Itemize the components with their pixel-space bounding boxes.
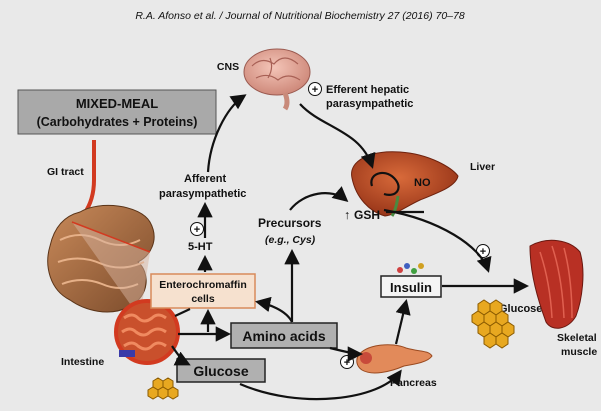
insulin-molecule-icon	[397, 263, 424, 274]
skeletal-label-line2: muscle	[561, 346, 597, 358]
svg-text:+: +	[480, 246, 486, 258]
intestine-zoom-icon	[114, 299, 180, 365]
insulin-label: Insulin	[390, 280, 432, 295]
liver-label: Liver	[470, 161, 495, 173]
glucose-main-label: Glucose	[193, 363, 248, 379]
intestine-label: Intestine	[61, 356, 104, 368]
pancreas-icon	[356, 344, 433, 374]
5ht-label: 5-HT	[188, 241, 213, 253]
efferent-label-line2: parasympathetic	[326, 98, 413, 110]
gi-tract-icon	[47, 204, 155, 318]
blue-marker	[119, 350, 135, 357]
enterochromaffin-box: Enterochromaffin cells	[150, 273, 256, 309]
pancreas-label: Pancreas	[390, 377, 437, 389]
mixed-meal-box: MIXED-MEAL (Carbohydrates + Proteins)	[17, 89, 217, 135]
mixed-meal-title: MIXED-MEAL	[76, 96, 158, 111]
plus-badge-pancreas: +	[340, 355, 354, 369]
efferent-label-line1: Efferent hepatic	[326, 84, 409, 96]
gsh-label: GSH	[354, 208, 380, 222]
pathway-arrows	[171, 94, 530, 401]
no-label: NO	[414, 177, 431, 189]
glucose-hexagon-icon	[147, 377, 179, 400]
svg-text:+: +	[194, 224, 200, 236]
insulin-box: Insulin	[380, 275, 442, 298]
mixed-meal-subtitle: (Carbohydrates + Proteins)	[37, 115, 198, 129]
plus-badge-muscle: +	[476, 244, 490, 258]
precursors-label: Precursors	[258, 216, 322, 230]
afferent-label-line1: Afferent	[184, 173, 227, 185]
glucose-muscle-label: Glucose	[499, 303, 542, 315]
svg-text:+: +	[344, 357, 350, 369]
glucose-box: Glucose	[176, 358, 266, 383]
precursors-example: (e.g., Cys)	[265, 234, 316, 246]
afferent-label-line2: parasympathetic	[159, 188, 246, 200]
skeletal-muscle-icon	[529, 239, 584, 329]
svg-text:+: +	[312, 84, 318, 96]
liver-icon	[351, 151, 459, 217]
amino-acids-label: Amino acids	[242, 328, 325, 344]
skeletal-label-line1: Skeletal	[557, 332, 597, 344]
amino-acids-box: Amino acids	[230, 322, 338, 349]
esophagus-tube	[82, 140, 96, 216]
enterochromaffin-line1: Enterochromaffin	[159, 279, 247, 291]
gsh-arrow: ↑	[344, 208, 350, 222]
plus-badge-5ht: +	[190, 222, 204, 236]
gi-tract-label: GI tract	[47, 166, 84, 178]
glucose-honeycomb-icon	[471, 299, 515, 349]
citation-header: R.A. Afonso et al. / Journal of Nutritio…	[135, 10, 465, 22]
enterochromaffin-line2: cells	[191, 293, 215, 305]
plus-badge-efferent: +	[308, 82, 322, 96]
brain-icon	[243, 48, 311, 111]
cns-label: CNS	[217, 61, 239, 73]
